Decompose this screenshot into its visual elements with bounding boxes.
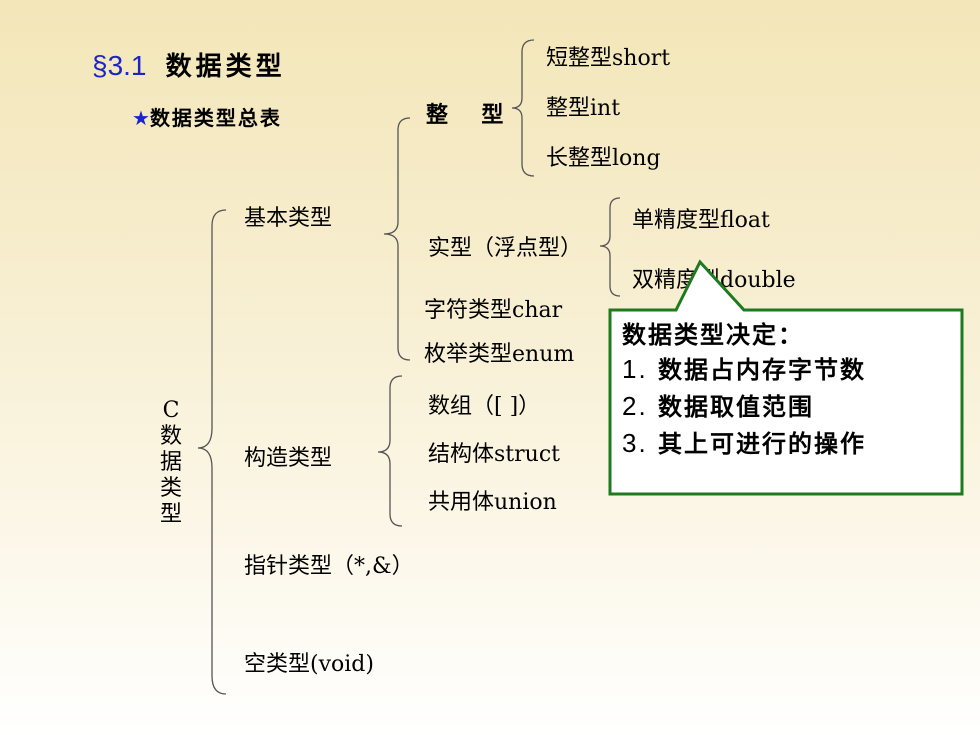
real-type-label: 实型（浮点型）: [428, 236, 583, 261]
note-item: 2. 数据取值范围: [622, 391, 866, 422]
root-char: 据: [159, 450, 182, 475]
note-item: 1. 数据占内存字节数: [622, 354, 866, 385]
section-mark: §: [92, 50, 108, 81]
root-char: C: [162, 398, 180, 423]
note-item-number: 2.: [622, 391, 648, 421]
pointer-type-label: 指针类型（*,&）: [244, 554, 414, 579]
root-char: 型: [159, 502, 182, 527]
void-type-label: 空类型(void): [244, 652, 374, 677]
root-label: C 数 据 类 型: [158, 398, 184, 528]
star-icon: ★: [132, 106, 150, 130]
float-type: 单精度型float: [632, 208, 770, 233]
note-item-text: 其上可进行的操作: [658, 429, 867, 458]
root-char: 类: [159, 476, 182, 501]
subtitle: ★数据类型总表: [132, 102, 282, 131]
note-item-text: 数据占内存字节数: [658, 355, 867, 384]
array-type: 数组（[ ]）: [428, 394, 541, 419]
note-box: 数据类型决定： 1. 数据占内存字节数 2. 数据取值范围 3. 其上可进行的操…: [622, 320, 866, 459]
note-item: 3. 其上可进行的操作: [622, 428, 866, 459]
note-item-number: 3.: [622, 428, 648, 458]
note-item-text: 数据取值范围: [658, 392, 815, 421]
note-title: 数据类型决定：: [622, 320, 804, 349]
root-char: 数: [159, 424, 182, 449]
note-item-number: 1.: [622, 354, 648, 384]
root-brace: [197, 209, 227, 695]
section-title: 数据类型: [165, 52, 286, 82]
long-type: 长整型long: [546, 146, 661, 171]
basic-type-label: 基本类型: [244, 206, 333, 231]
int-type: 整型int: [546, 96, 621, 121]
integer-brace: [511, 39, 535, 177]
short-type: 短整型short: [546, 46, 671, 71]
basic-brace: [383, 117, 411, 361]
enum-type-label: 枚举类型enum: [424, 342, 575, 367]
real-brace: [599, 197, 621, 297]
union-type: 共用体union: [428, 490, 557, 515]
constructed-type-label: 构造类型: [244, 446, 333, 471]
section-header: §3.1 数据类型: [92, 46, 286, 83]
constructed-brace: [377, 375, 403, 527]
integer-type-label: 整 型: [426, 102, 510, 128]
subtitle-text: 数据类型总表: [149, 106, 282, 130]
struct-type: 结构体struct: [428, 442, 560, 467]
char-type-label: 字符类型char: [424, 298, 563, 323]
section-number: 3.1: [107, 50, 147, 81]
